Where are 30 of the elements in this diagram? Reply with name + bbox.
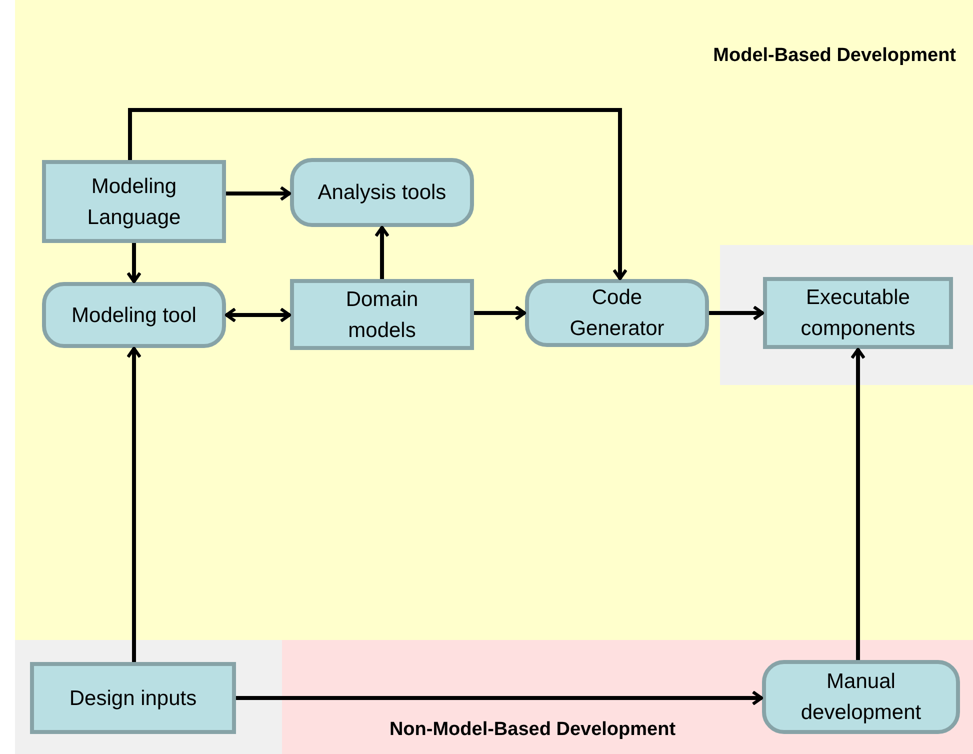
process-box [290, 279, 474, 350]
rounded-box [525, 279, 709, 347]
box-label: Design inputs [68, 686, 198, 712]
box-label: Modeling Language [86, 174, 182, 230]
box-label: Code Generator [568, 285, 666, 342]
arrow [374, 226, 390, 279]
arrow [709, 305, 764, 321]
arrow [474, 305, 526, 321]
process-box [42, 160, 226, 243]
rounded-box [290, 158, 474, 227]
arrow [850, 348, 866, 660]
box-label: Executable components [800, 285, 916, 342]
process-box [763, 277, 953, 349]
region-title: Model-Based Development [713, 44, 956, 68]
rounded-box [762, 660, 960, 734]
region-title: Non-Model-Based Development [388, 718, 677, 742]
region-band [282, 640, 973, 754]
arrow [224, 307, 292, 323]
arrow [236, 690, 764, 706]
process-box [30, 662, 236, 734]
arrow [128, 108, 628, 280]
rounded-box [42, 282, 226, 348]
region-band [15, 0, 973, 640]
box-label: Analysis tools [316, 180, 448, 206]
box-label: Manual development [800, 669, 922, 726]
box-label: Domain models [344, 286, 420, 344]
arrow [126, 346, 142, 662]
arrow [126, 243, 142, 284]
arrow [226, 186, 292, 202]
box-label: Modeling tool [70, 302, 198, 328]
